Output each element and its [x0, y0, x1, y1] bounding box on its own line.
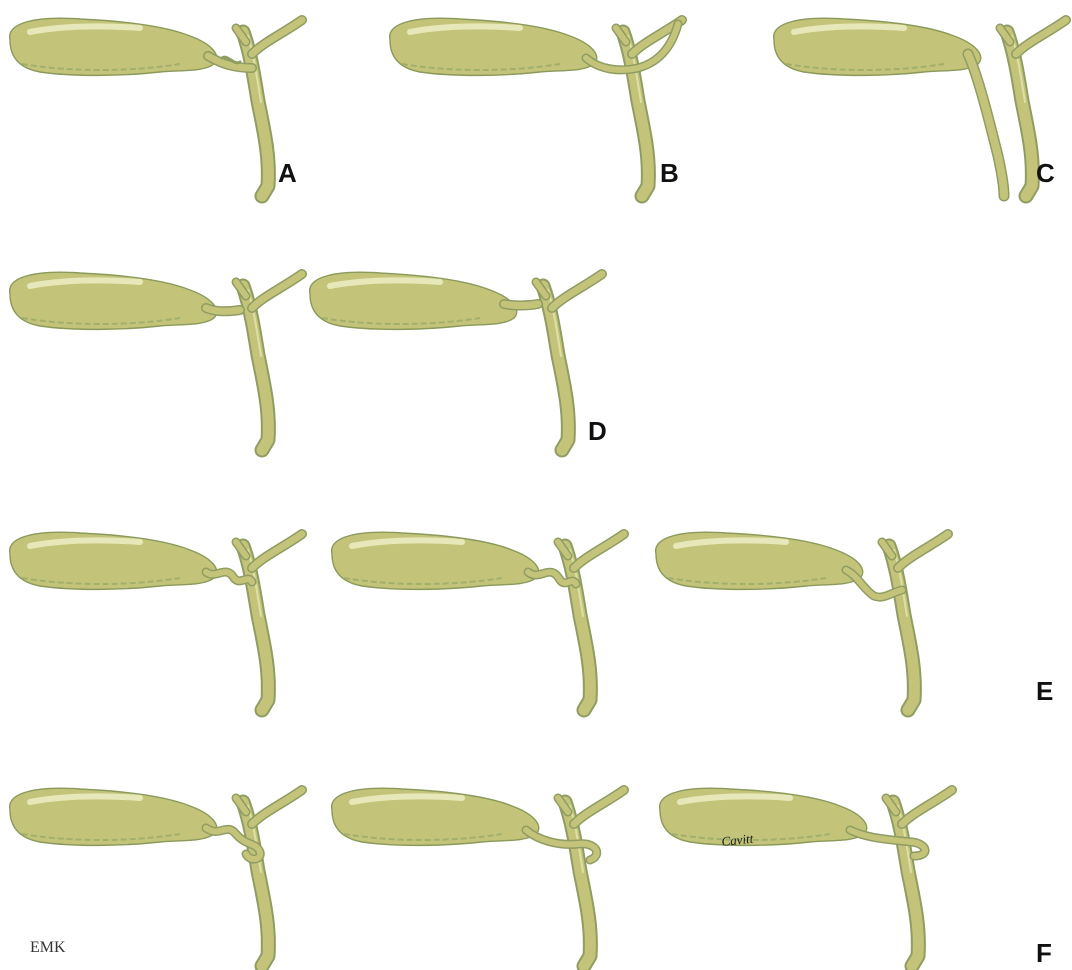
panel-f-2	[332, 788, 624, 966]
panel-d-1	[10, 272, 302, 450]
artist-signature: Cavitt	[721, 831, 755, 849]
label-f: F	[1036, 938, 1052, 968]
panel-b	[390, 18, 682, 196]
panel-f-3: Cavitt	[660, 788, 952, 966]
label-c: C	[1036, 158, 1055, 188]
artist-initials: EMK	[30, 939, 66, 956]
panel-c	[774, 18, 1066, 196]
label-b: B	[660, 158, 679, 188]
panel-d-2	[310, 272, 602, 450]
panel-a	[10, 18, 302, 196]
label-a: A	[278, 158, 297, 188]
label-d: D	[588, 416, 607, 446]
label-e: E	[1036, 676, 1053, 706]
panel-e-3	[656, 532, 948, 710]
panel-e-2	[332, 532, 624, 710]
panel-e-1	[10, 532, 302, 710]
